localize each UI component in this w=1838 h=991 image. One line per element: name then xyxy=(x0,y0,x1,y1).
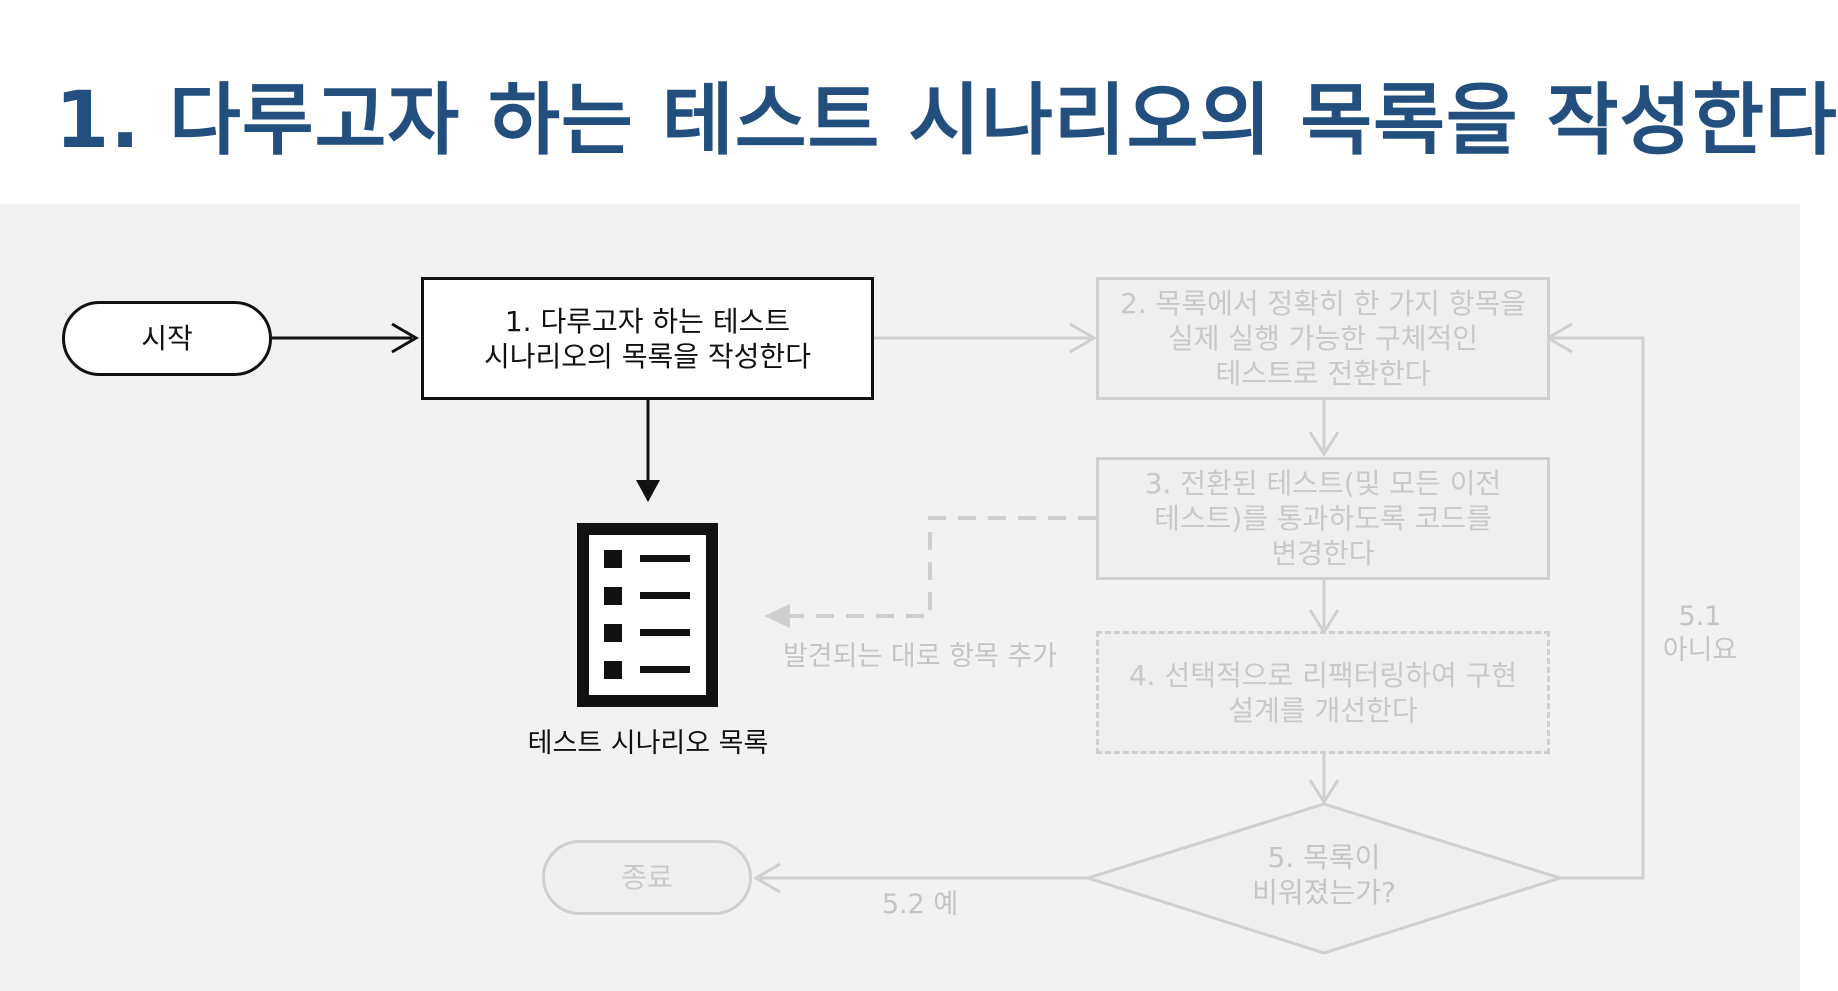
arrowhead xyxy=(764,604,790,628)
step4-node: 4. 선택적으로 리팩터링하여 구현 설계를 개선한다 xyxy=(1096,631,1550,754)
end-node: 종료 xyxy=(542,840,752,915)
end-label: 종료 xyxy=(621,861,673,894)
step4-label: 4. 선택적으로 리팩터링하여 구현 설계를 개선한다 xyxy=(1128,658,1518,727)
step1-node: 1. 다루고자 하는 테스트 시나리오의 목록을 작성한다 xyxy=(421,277,874,400)
list-document-icon xyxy=(577,523,718,707)
decision-diamond xyxy=(1083,802,1565,955)
no-branch-label: 5.1 아니요 xyxy=(1662,601,1738,666)
step1-label: 1. 다루고자 하는 테스트 시나리오의 목록을 작성한다 xyxy=(484,304,811,373)
flow-connectors xyxy=(272,322,1645,955)
arrowhead xyxy=(636,480,660,502)
step3-node: 3. 전환된 테스트(및 모든 이전 테스트)를 통과하도록 코드를 변경한다 xyxy=(1096,457,1550,580)
yes-branch-label: 5.2 예 xyxy=(881,889,959,920)
list-caption: 테스트 시나리오 목록 xyxy=(527,728,769,759)
step2-node: 2. 목록에서 정확히 한 가지 항목을 실제 실행 가능한 구체적인 테스트로… xyxy=(1096,277,1550,400)
arrow-add-items-dashed xyxy=(790,516,1096,618)
arrow-no-loop xyxy=(1552,336,1645,880)
arrowhead xyxy=(1069,322,1097,354)
start-label: 시작 xyxy=(141,322,193,355)
start-node: 시작 xyxy=(62,301,272,376)
arrowhead xyxy=(391,322,419,354)
arrowhead xyxy=(1308,431,1340,457)
step3-label: 3. 전환된 테스트(및 모든 이전 테스트)를 통과하도록 코드를 변경한다 xyxy=(1144,467,1502,570)
arrowhead xyxy=(1308,779,1340,805)
page-title: 1. 다루고자 하는 테스트 시나리오의 목록을 작성한다 xyxy=(55,76,1838,166)
decision-label: 5. 목록이 비워졌는가? xyxy=(1252,841,1396,909)
title-bar: 1. 다루고자 하는 테스트 시나리오의 목록을 작성한다 xyxy=(0,0,1837,204)
step2-label: 2. 목록에서 정확히 한 가지 항목을 실제 실행 가능한 구체적인 테스트로… xyxy=(1119,287,1527,390)
arrowhead xyxy=(753,862,781,894)
add-items-label: 발견되는 대로 항목 추가 xyxy=(782,641,1058,672)
